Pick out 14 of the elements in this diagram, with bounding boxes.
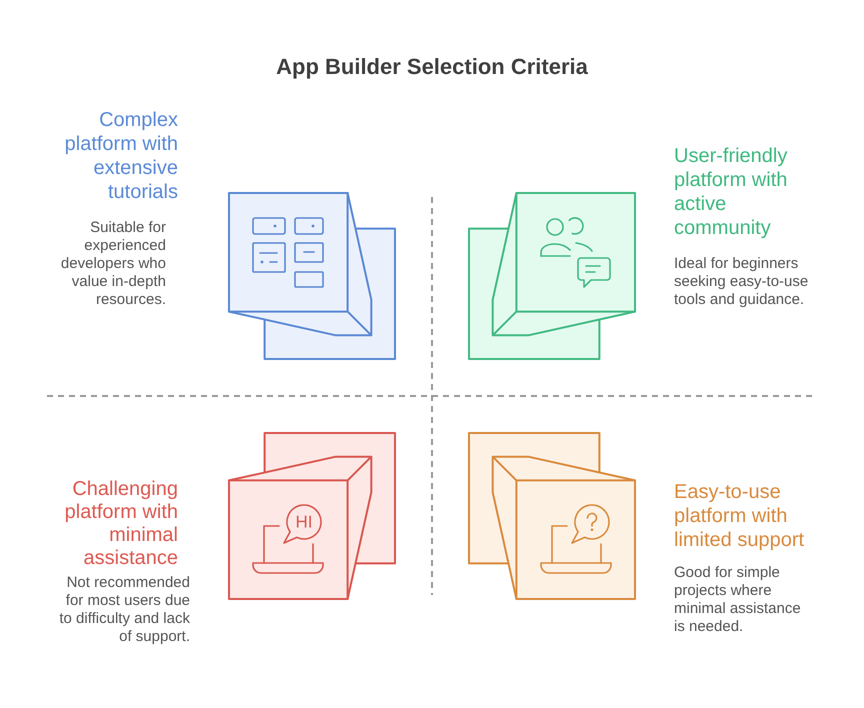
quadrant-heading: User-friendly platform with active community <box>674 144 788 240</box>
quadrant-description: Not recommended for most users due to difficulty and lack of support. <box>58 574 190 646</box>
quadrant-description: Suitable for experienced developers who value in-depth resources. <box>60 219 166 309</box>
diagram-title: App Builder Selection Criteria <box>276 54 588 80</box>
folded-card-illustration <box>468 192 636 360</box>
quadrant-heading: Easy-to-use platform with limited support <box>674 480 806 552</box>
quadrant-heading: Challenging platform with minimal assistance <box>64 478 178 570</box>
quadrant-description: Good for simple projects where minimal assistance is needed. <box>674 564 802 636</box>
bubble-text: HI <box>296 514 312 530</box>
folded-card-illustration <box>228 432 396 600</box>
folded-card-illustration <box>468 432 636 600</box>
quadrant-heading: Complex platform with extensive tutorials <box>64 108 178 204</box>
folded-card-illustration <box>228 192 396 360</box>
quadrant-description: Ideal for beginners seeking easy-to-use tools and guidance. <box>674 255 810 309</box>
